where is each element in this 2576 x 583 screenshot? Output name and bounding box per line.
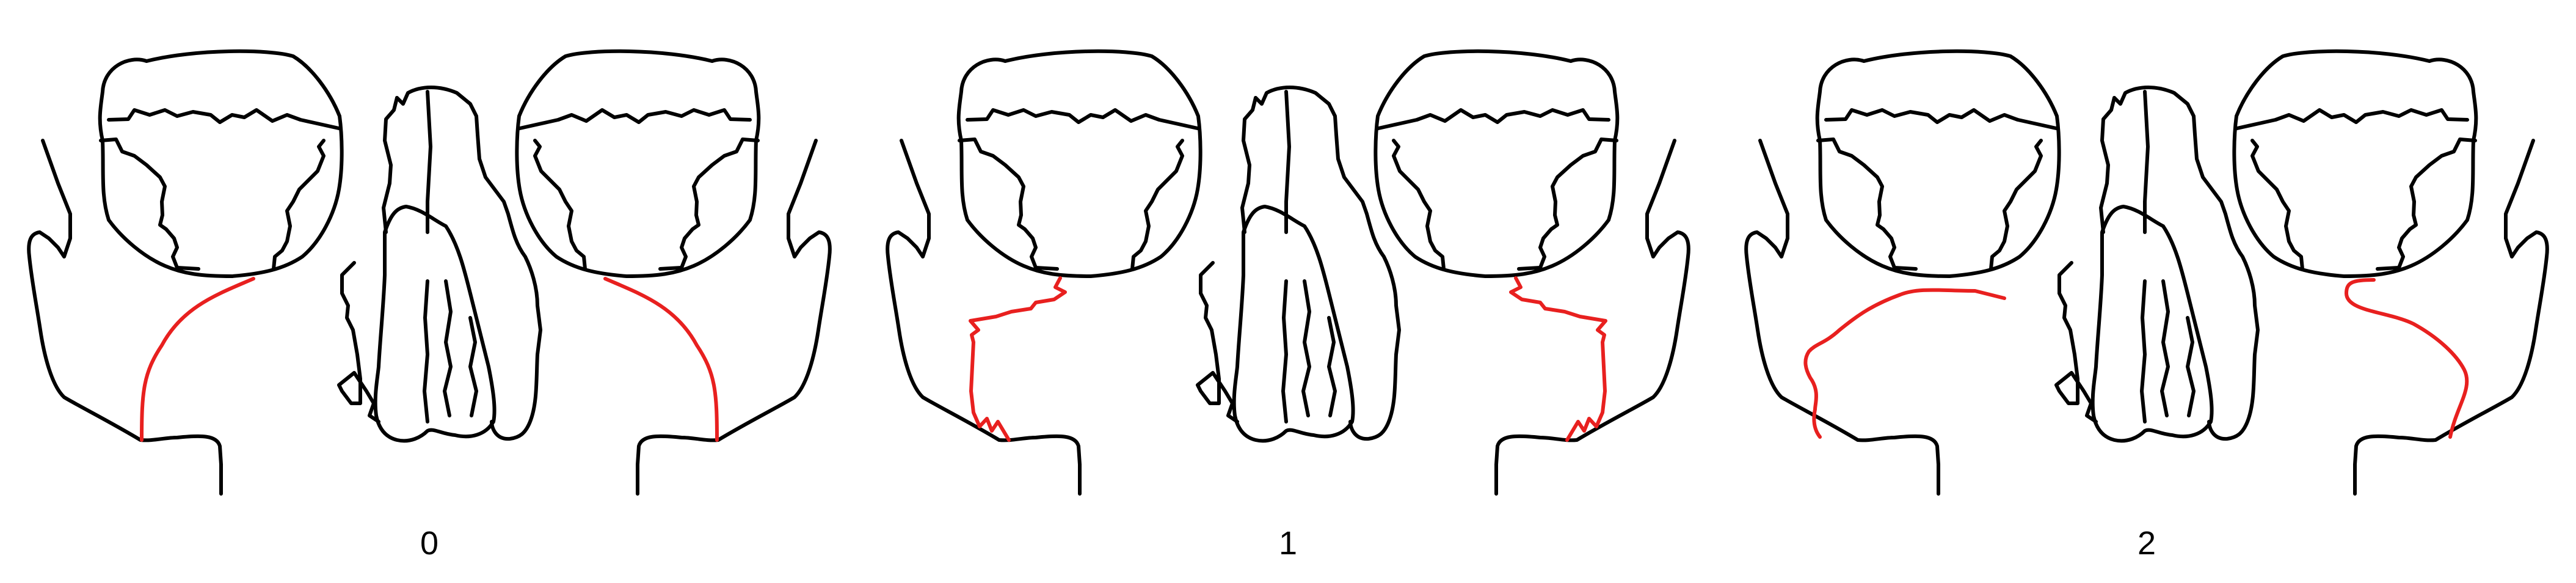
suture-left-0 <box>140 277 255 442</box>
skull-outline <box>29 51 830 494</box>
suture-right-1 <box>1509 276 1607 442</box>
skull-diagram-1 <box>859 0 1717 513</box>
suture-right-0 <box>603 277 719 442</box>
panel-label-2: 2 <box>2137 525 2156 562</box>
skull-diagram-0 <box>0 0 859 513</box>
suture-left-1 <box>969 276 1067 442</box>
panel-2: 2 <box>1717 0 2576 583</box>
panel-label-0: 0 <box>420 525 439 562</box>
panel-0: 0 <box>0 0 859 583</box>
panel-label-1: 1 <box>1278 525 1298 562</box>
skull-diagram-2 <box>1717 0 2576 513</box>
suture-left-2 <box>1803 288 2006 439</box>
skull-outline <box>887 51 1689 494</box>
suture-right-2 <box>2345 278 2469 439</box>
panel-1: 1 <box>859 0 1717 583</box>
skull-outline <box>1746 51 2547 494</box>
